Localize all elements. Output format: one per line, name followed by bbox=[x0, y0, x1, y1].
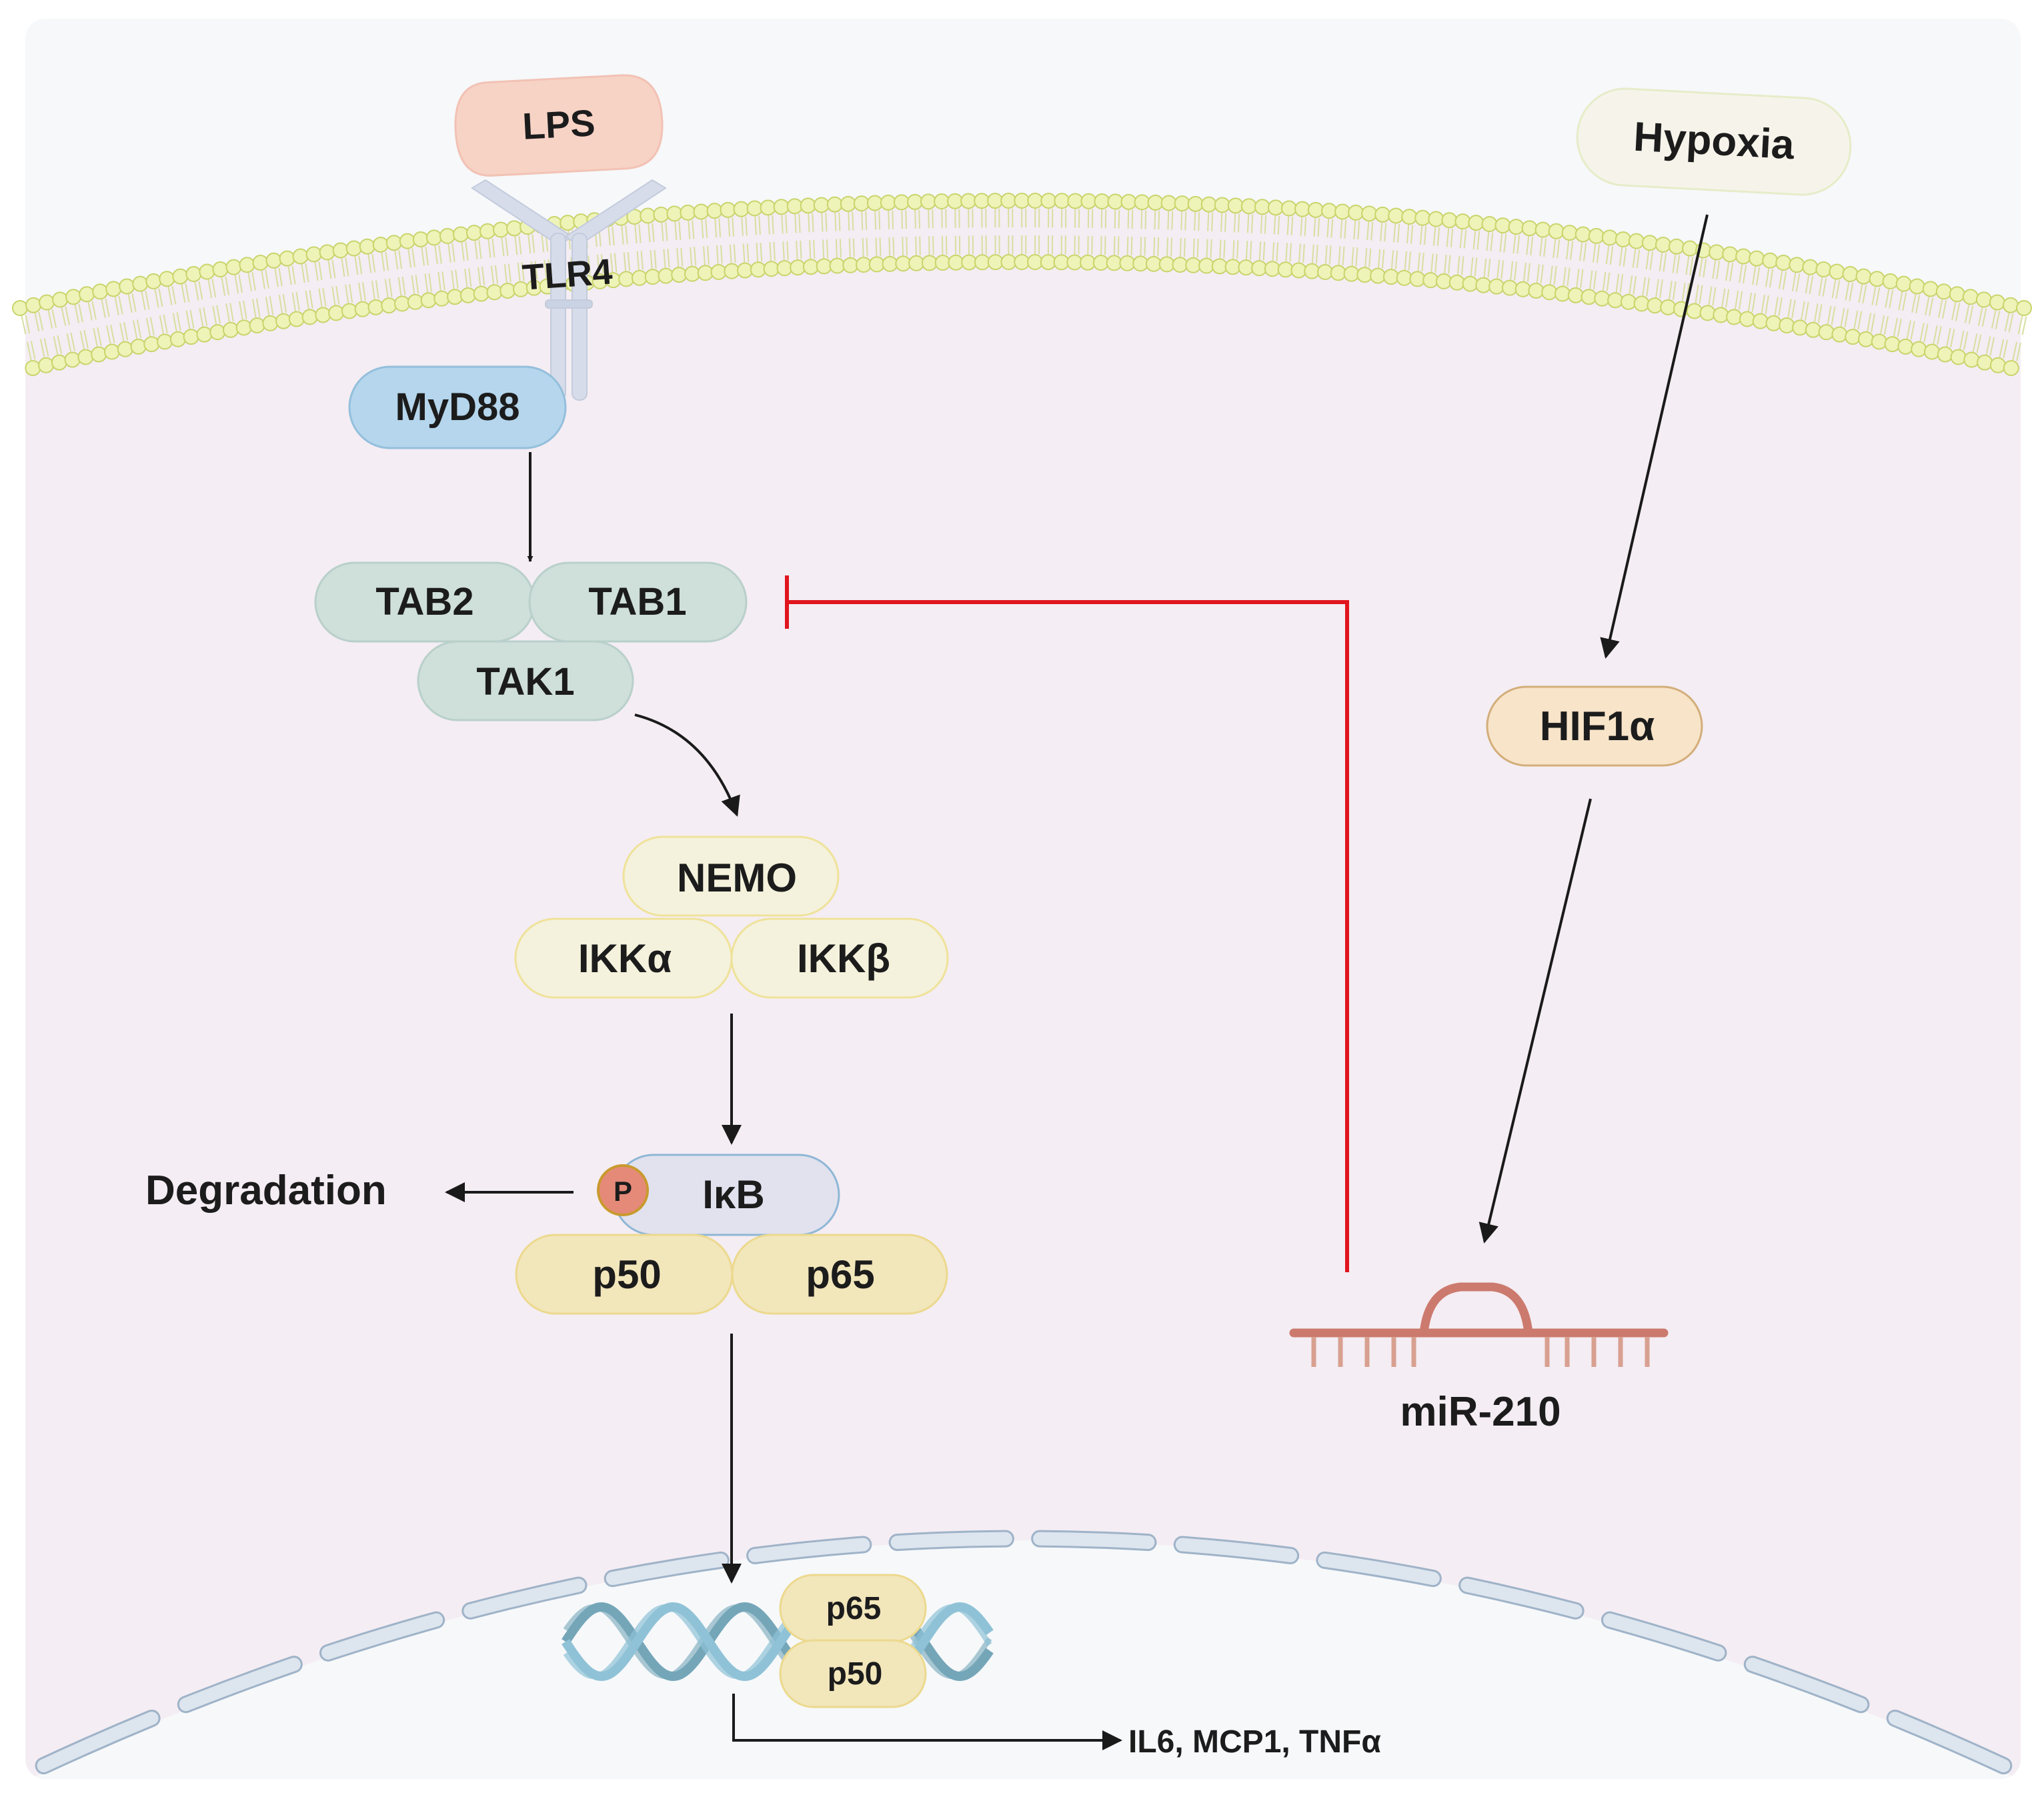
tab2-label: TAB2 bbox=[375, 580, 473, 623]
lps-node[interactable]: LPS bbox=[453, 73, 665, 177]
nuclear-p65-node[interactable]: p65 bbox=[779, 1574, 927, 1643]
arrow-hypoxia-hif1a bbox=[1600, 214, 1709, 659]
nuclear-p65-label: p65 bbox=[826, 1591, 882, 1626]
p65-label: p65 bbox=[806, 1252, 874, 1297]
tab2-node[interactable]: TAB2 bbox=[314, 561, 536, 643]
arrow-tak1-nemo bbox=[634, 713, 740, 817]
tlr4-receptor-icon bbox=[471, 179, 667, 401]
hif1a-node[interactable]: HIF1α bbox=[1486, 685, 1703, 767]
ikkb-node[interactable]: IKKβ bbox=[730, 918, 949, 999]
target-genes-label: IL6, MCP1, TNFα bbox=[1128, 1724, 1381, 1760]
mir210-label: miR-210 bbox=[1400, 1389, 1561, 1435]
phosphate-badge: P bbox=[597, 1164, 649, 1216]
nemo-label: NEMO bbox=[677, 855, 797, 900]
hypoxia-node[interactable]: Hypoxia bbox=[1575, 86, 1853, 197]
p50-label: p50 bbox=[592, 1252, 661, 1297]
lps-label: LPS bbox=[522, 101, 596, 147]
phosphate-label: P bbox=[614, 1176, 632, 1207]
tlr4-label: TLR4 bbox=[521, 251, 614, 297]
arrow-transcription bbox=[732, 1694, 1122, 1750]
nemo-node[interactable]: NEMO bbox=[622, 835, 840, 917]
myd88-node[interactable]: MyD88 bbox=[348, 365, 567, 449]
tak1-node[interactable]: TAK1 bbox=[417, 640, 634, 721]
inhibition-mir210-tab bbox=[785, 575, 1349, 1272]
ikka-node[interactable]: IKKα bbox=[514, 918, 733, 999]
microrna-hairpin-icon bbox=[1289, 1282, 1669, 1367]
nuclear-p50-node[interactable]: p50 bbox=[779, 1639, 927, 1708]
myd88-label: MyD88 bbox=[395, 385, 520, 429]
nuclear-envelope-icon bbox=[35, 1530, 2013, 1775]
hypoxia-label: Hypoxia bbox=[1633, 114, 1796, 169]
lipid-bilayer-icon bbox=[12, 193, 2032, 376]
ikb-label: IκB bbox=[702, 1172, 764, 1217]
ikkb-label: IKKβ bbox=[797, 936, 890, 981]
arrow-hif1a-mir210 bbox=[1478, 798, 1592, 1244]
hif1a-label: HIF1α bbox=[1540, 703, 1655, 749]
tab1-label: TAB1 bbox=[588, 580, 686, 623]
degradation-label: Degradation bbox=[145, 1168, 387, 1214]
ikb-node[interactable]: IκB bbox=[612, 1154, 840, 1236]
p50-node[interactable]: p50 bbox=[515, 1234, 734, 1315]
tak1-label: TAK1 bbox=[476, 660, 574, 703]
ikka-label: IKKα bbox=[578, 936, 672, 981]
p65-node[interactable]: p65 bbox=[731, 1234, 948, 1315]
nuclear-p50-label: p50 bbox=[828, 1656, 883, 1692]
tab1-node[interactable]: TAB1 bbox=[528, 561, 748, 643]
dna-helix-icon bbox=[562, 1602, 994, 1682]
